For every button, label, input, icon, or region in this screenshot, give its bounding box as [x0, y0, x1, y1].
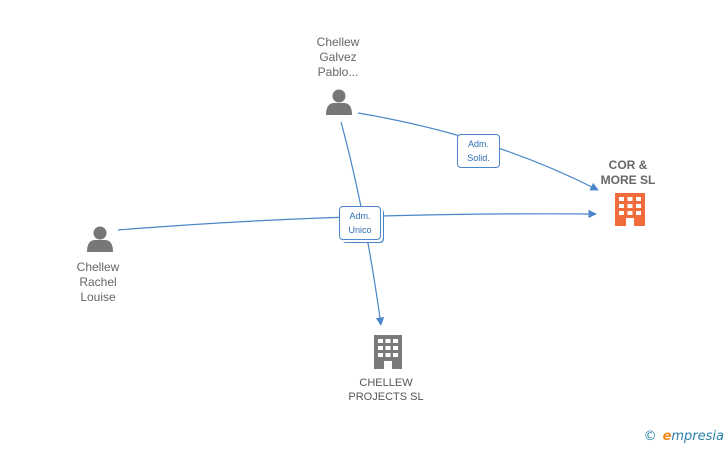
person-label-galvez[interactable]: Chellew Galvez Pablo... [316, 35, 360, 79]
person-icon-galvez[interactable] [326, 89, 352, 116]
building-icon-chellew[interactable] [374, 335, 402, 369]
person-icon-rachel[interactable] [87, 226, 113, 253]
company-label-cor[interactable]: COR & MORE SL [600, 158, 656, 187]
brand-logo-text: mpresia [671, 429, 724, 444]
brand-logo-initial: e [662, 429, 672, 444]
person-label-rachel[interactable]: Chellew Rachel Louise [76, 260, 120, 304]
role-badge-adm-unico[interactable]: Adm. Unico [339, 206, 381, 240]
role-badge-adm-solid[interactable]: Adm. Solid. [457, 134, 500, 168]
building-icon-cor[interactable] [615, 193, 645, 226]
brand-watermark: © empresia [644, 429, 724, 444]
company-label-chellew[interactable]: CHELLEW PROJECTS SL [348, 377, 424, 403]
copyright-icon: © [643, 429, 657, 444]
